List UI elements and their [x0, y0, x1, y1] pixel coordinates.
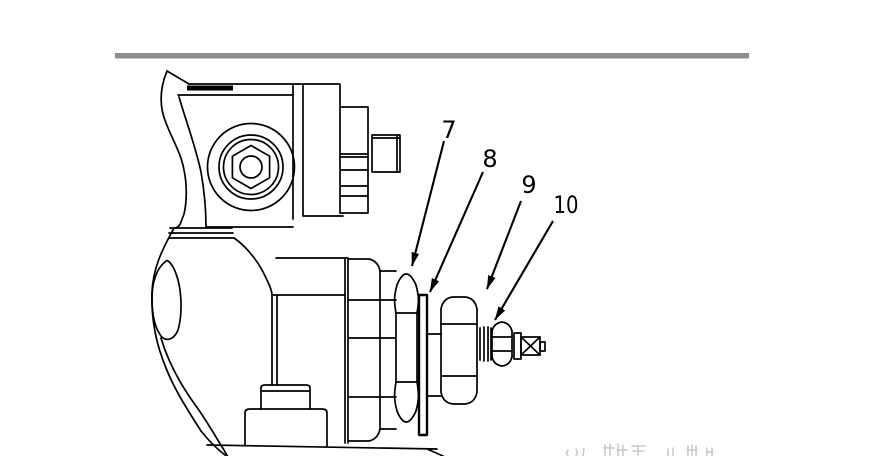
jam-nut-7 — [393, 273, 420, 423]
watermark-fragment — [565, 443, 714, 456]
washer-8 — [417, 293, 429, 437]
mounting-bolt — [339, 106, 401, 214]
callout-7: 7 — [410, 116, 457, 267]
bolt-head — [371, 134, 401, 173]
callout-9: 9 — [486, 171, 537, 290]
callout-10-label: 10 — [554, 191, 579, 219]
hex-socket-plug — [206, 122, 296, 212]
valve-body-drawing — [151, 70, 546, 456]
top-divider-bar — [115, 53, 749, 59]
adjusting-screw-10 — [479, 321, 546, 367]
callout-8: 8 — [429, 145, 498, 293]
stepped-block — [302, 84, 344, 217]
thread-lines — [479, 326, 492, 362]
callout-8-label: 8 — [482, 145, 497, 173]
upper-block — [177, 83, 341, 228]
callout-8-arrow — [429, 171, 484, 293]
callouts: 7 8 9 10 — [410, 116, 579, 321]
top-strip-band — [187, 85, 233, 91]
base-pad-boss — [260, 384, 311, 410]
callout-7-arrow — [410, 140, 446, 267]
callout-10-arrow — [494, 220, 554, 321]
adjuster-boss — [347, 258, 397, 442]
adjuster-nut-9 — [440, 296, 478, 405]
base-pad — [244, 408, 328, 447]
callout-9-arrow — [486, 200, 522, 290]
bracket-outline — [160, 70, 207, 229]
callout-7-label: 7 — [441, 116, 456, 144]
lower-body — [151, 227, 444, 456]
callout-9-label: 9 — [521, 171, 536, 199]
callout-10: 10 — [494, 191, 579, 321]
adjuster-shaft — [426, 333, 442, 397]
side-opening — [151, 259, 182, 341]
